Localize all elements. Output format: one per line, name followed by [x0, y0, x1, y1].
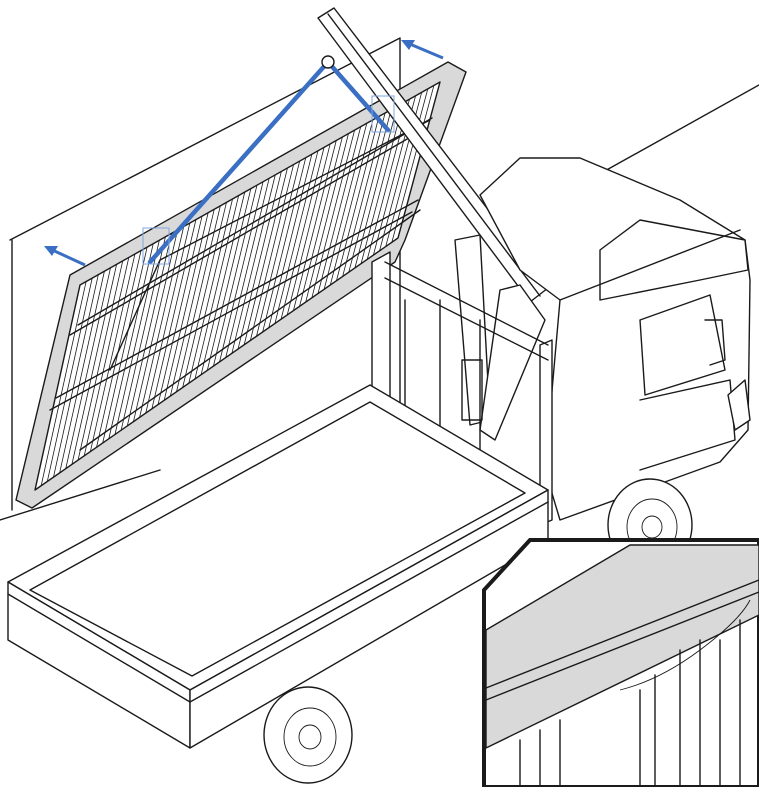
door-slat — [40, 281, 87, 486]
door-slat — [65, 267, 111, 469]
door-slat — [274, 150, 319, 324]
truck-rear-wheel — [263, 686, 353, 784]
door-slat — [336, 116, 380, 281]
door-slat — [194, 195, 240, 380]
door-slat — [213, 185, 258, 367]
door-slat — [200, 192, 246, 375]
door-slat — [139, 226, 185, 418]
door-slat — [46, 278, 93, 482]
door-slat — [206, 188, 252, 371]
door-slat — [188, 198, 233, 384]
door-slat — [102, 247, 148, 444]
door-slat — [71, 264, 118, 465]
door-slat — [385, 88, 429, 247]
door-slat — [89, 253, 136, 452]
door-slat — [126, 233, 172, 427]
door-slat — [360, 102, 404, 264]
door-slat — [342, 112, 386, 277]
truck-flatbed — [7, 384, 549, 749]
door-slat — [120, 236, 166, 431]
door-slat — [329, 119, 374, 286]
door-slat — [317, 126, 362, 294]
door-slat — [163, 212, 209, 401]
door-slat — [114, 240, 160, 435]
door-slat — [59, 271, 105, 474]
door-slat — [96, 250, 142, 448]
door-slat — [305, 133, 349, 303]
door-slat — [256, 161, 301, 337]
door-slat — [176, 205, 221, 392]
door-slat — [182, 202, 227, 388]
direction-arrow-icon — [44, 246, 86, 267]
door-slat — [293, 140, 337, 311]
door-slat — [286, 143, 331, 315]
door-slat — [323, 123, 368, 290]
lifting-sling-icon — [142, 55, 395, 265]
door-slat — [219, 181, 264, 362]
door-slat — [53, 274, 99, 478]
door-slat — [145, 222, 191, 414]
door-slat — [108, 243, 154, 439]
door-slat — [311, 130, 355, 298]
door-slat — [225, 178, 270, 358]
direction-arrows — [44, 40, 444, 267]
detail-magnifier-icon — [482, 538, 759, 787]
garage-door-panel — [15, 61, 467, 509]
truck-headboard — [371, 251, 553, 526]
door-slat — [83, 257, 130, 456]
door-slat — [169, 209, 215, 397]
door-slat — [133, 229, 179, 422]
direction-arrow-icon — [401, 40, 444, 60]
door-slat — [354, 105, 398, 268]
door-slat — [397, 81, 441, 239]
truck-cab — [479, 157, 751, 521]
door-slat — [262, 157, 307, 333]
door-slat — [280, 147, 325, 320]
door-slat — [157, 216, 203, 405]
door-slat — [299, 136, 343, 307]
door-slat — [34, 284, 81, 491]
door-slat — [348, 109, 392, 273]
door-slats — [34, 81, 441, 491]
crane-arm — [317, 7, 549, 441]
door-slat — [391, 85, 435, 243]
door-slat — [77, 260, 124, 461]
door-slat — [268, 154, 313, 328]
door-slat — [151, 219, 197, 409]
